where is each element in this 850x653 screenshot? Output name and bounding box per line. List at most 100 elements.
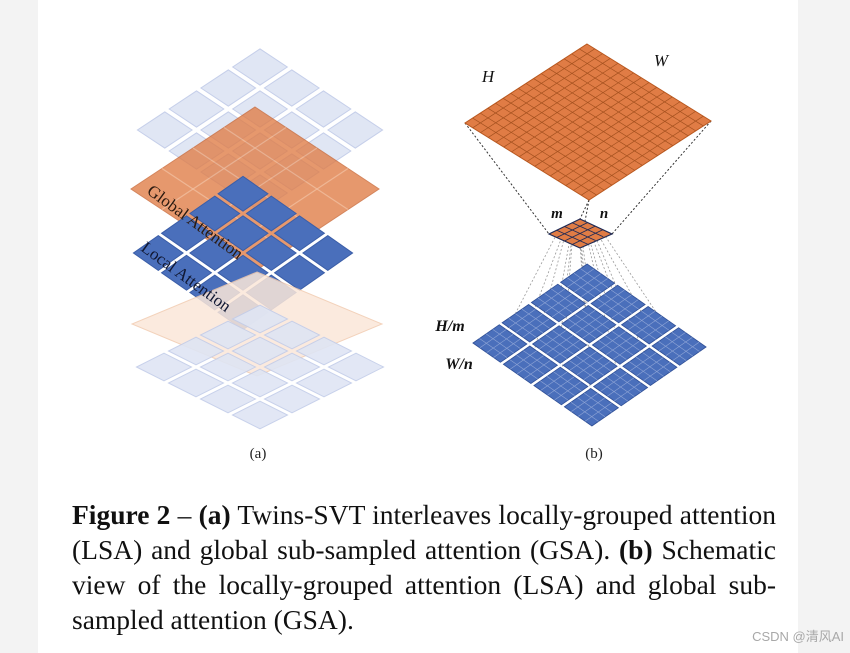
window-grid-line	[573, 272, 602, 293]
layer-tile	[199, 69, 257, 107]
fan-line	[559, 233, 573, 345]
layer-tile	[326, 111, 384, 149]
window-grid-line	[574, 314, 603, 335]
layer-tile	[231, 400, 289, 430]
layer-tile	[263, 69, 321, 107]
window-grid-line	[515, 313, 544, 334]
window-grid-line	[584, 392, 612, 413]
label-n: n	[600, 206, 608, 222]
top-grid-line	[565, 106, 688, 186]
window-grid-line	[553, 371, 582, 392]
layer-tile	[217, 215, 269, 252]
panel-b: H W m n H/m W/n (b)	[434, 43, 712, 462]
window-grid-line	[671, 332, 700, 352]
window-grid-line	[612, 331, 640, 351]
layer-tile	[302, 234, 354, 272]
window-grid-line	[521, 308, 550, 329]
top-grid-line	[550, 96, 673, 177]
projection-line	[464, 122, 550, 235]
top-grid-line	[525, 83, 651, 161]
window-grid-line	[606, 377, 635, 397]
figure-caption: Figure 2 – (a) Twins-SVT interleaves loc…	[72, 497, 776, 637]
window-grid-line	[516, 354, 545, 375]
layer-tile	[273, 254, 326, 291]
caption-a-label: (a)	[198, 499, 231, 530]
layer-tile	[231, 336, 289, 366]
top-grid-line	[534, 87, 657, 167]
label-w-over-n: W/n	[445, 356, 473, 373]
layer-tile	[199, 352, 257, 382]
pale-blue-layer-bottom	[135, 304, 385, 430]
window-grid-line	[641, 310, 670, 331]
layer-tile	[167, 368, 225, 398]
window-grid-line	[605, 335, 634, 356]
window-grid-line	[576, 355, 605, 376]
window-grid-line	[614, 382, 641, 402]
top-grid-line	[573, 111, 696, 191]
label-m: m	[551, 206, 563, 222]
top-grid-line	[581, 115, 704, 196]
layer-tile	[295, 368, 353, 398]
window-grid-line	[523, 360, 551, 379]
window-grid-line	[582, 351, 611, 372]
top-grid-line	[556, 63, 681, 142]
window-grid-line	[643, 362, 671, 381]
window-grid-line	[544, 293, 573, 313]
layer-tile	[189, 234, 241, 272]
top-grid-line	[557, 101, 681, 182]
projection-line	[611, 120, 712, 235]
caption-dash: –	[170, 499, 199, 530]
window-grid-line	[577, 397, 606, 418]
layer-tile	[167, 336, 225, 366]
window-grid-line	[492, 329, 521, 349]
full-resolution-feature-map	[464, 43, 712, 201]
top-grid-line	[571, 53, 696, 132]
layer-tile	[231, 48, 289, 86]
layer-tile	[132, 234, 184, 272]
layer-tile	[189, 195, 241, 232]
fan-line	[528, 229, 565, 324]
layer-tile	[217, 175, 269, 212]
layer-tile	[327, 352, 385, 382]
window-grid-line	[554, 381, 582, 401]
window-grid-line	[551, 288, 579, 309]
layer-tile	[245, 234, 297, 272]
window-grid-line	[485, 333, 514, 354]
layer-tile	[263, 352, 321, 382]
layer-tile	[199, 384, 257, 414]
panel-b-sublabel: (b)	[585, 446, 603, 462]
window-grid-line	[493, 338, 521, 358]
window-grid-line	[545, 334, 574, 355]
window-grid-line	[546, 376, 575, 396]
fan-line	[587, 240, 622, 388]
grouped-window-feature-map	[472, 263, 707, 427]
window-grid-line	[583, 361, 611, 380]
caption-a-text: Twins-SVT interleaves locally-grouped at…	[72, 499, 776, 565]
layer-tile	[295, 90, 352, 128]
layer-tile	[231, 368, 289, 398]
watermark: CSDN @清风AI	[752, 629, 844, 644]
window-grid-line	[522, 318, 550, 338]
subsampled-feature-map	[547, 218, 614, 249]
label-h: H	[481, 67, 496, 86]
window-grid-line	[613, 372, 642, 393]
top-grid-line	[579, 48, 704, 127]
mid-grid-line	[564, 226, 596, 241]
layer-tile	[231, 304, 289, 334]
window-grid-line	[610, 289, 639, 310]
window-grid-line	[551, 298, 579, 318]
panel-a-sublabel: (a)	[250, 446, 267, 462]
top-grid-line	[541, 73, 666, 151]
window-grid-line	[604, 294, 633, 314]
label-h-over-m: H/m	[434, 318, 464, 335]
window-grid-line	[584, 402, 612, 422]
window-grid-line	[611, 299, 639, 319]
top-grid-line	[533, 78, 658, 156]
window-grid-line	[665, 336, 694, 357]
layer-tile	[295, 336, 353, 366]
window-grid-line	[523, 350, 551, 371]
fan-line	[579, 237, 591, 366]
